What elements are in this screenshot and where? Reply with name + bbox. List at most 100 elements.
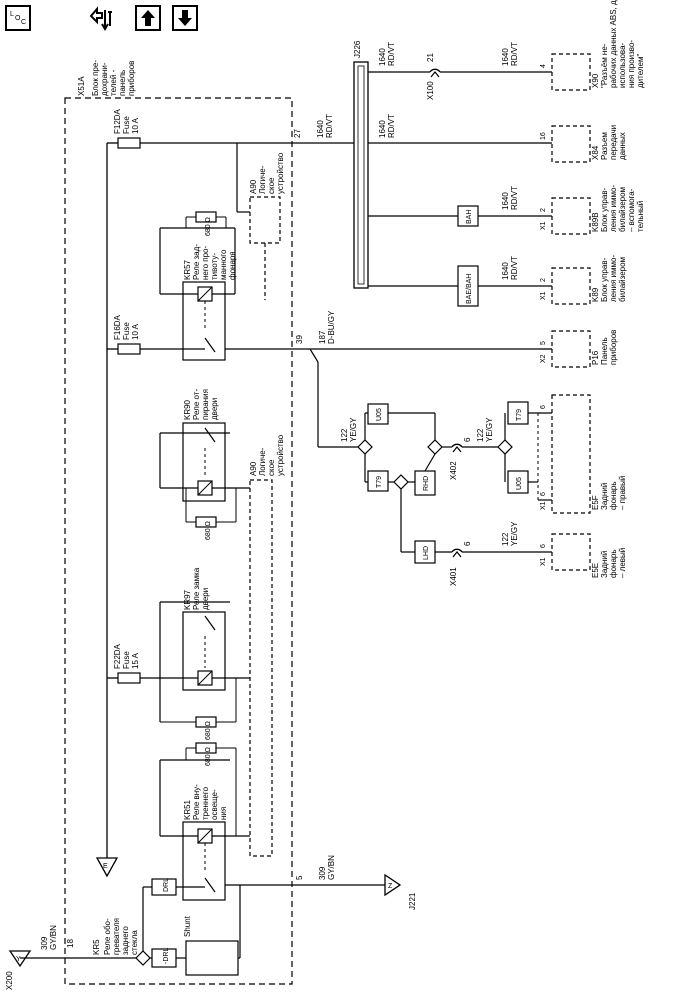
relay-kr97[interactable] <box>182 611 226 691</box>
svg-text:заднего: заднего <box>121 926 130 955</box>
k89-label: K89 Блок управ- ления иммо- билайзером <box>591 255 627 302</box>
svg-text:"Разъём не-: "Разъём не- <box>600 43 609 88</box>
svg-text:KR51: KR51 <box>183 799 192 820</box>
relay-kr51[interactable] <box>182 821 226 901</box>
relay-kr57[interactable] <box>182 281 226 361</box>
wire-1640-label-c: 1640 RD/VT <box>378 114 396 138</box>
svg-text:него про-: него про- <box>201 245 210 280</box>
module-k89[interactable] <box>551 267 591 305</box>
x402-label: X402 <box>449 461 458 480</box>
lamp-e5e[interactable] <box>551 533 591 571</box>
logic-device-a90-upper <box>249 196 281 244</box>
svg-text:KR97: KR97 <box>183 589 192 610</box>
svg-text:RD/VT: RD/VT <box>387 42 396 66</box>
svg-text:KR90: KR90 <box>183 399 192 420</box>
e5e-label: E5E Задний фонарь – левый <box>591 548 627 578</box>
a90-lower-label: A90 Логиче- ское устройство <box>249 434 285 476</box>
svg-text:10 A: 10 A <box>131 117 140 134</box>
svg-text:F22DA: F22DA <box>113 643 122 669</box>
fuse-f22da-label: F22DA Fuse 15 A <box>113 643 140 669</box>
tool-button[interactable] <box>88 4 116 32</box>
wire-1640-label-b: 1640 RD/VT <box>378 42 396 66</box>
svg-text:122: 122 <box>476 428 485 442</box>
wire-1640-label-f: 1640 RD/VT <box>501 256 519 280</box>
fuse-f16da[interactable] <box>117 343 141 355</box>
fuse-f12da-label: F12DA Fuse 10 A <box>113 108 140 134</box>
fuse-block-boundary <box>64 97 293 985</box>
e5e-pin: 6 <box>540 544 547 548</box>
svg-text:309: 309 <box>40 936 49 950</box>
svg-text:двери: двери <box>201 588 210 610</box>
wrench-arrows-icon <box>89 6 112 31</box>
drl-label: DRL <box>163 878 170 892</box>
svg-text:– правый: – правый <box>618 476 627 510</box>
wire-122-label-c: 122 YE/GY <box>501 521 519 546</box>
fuse-f12da[interactable] <box>117 137 141 149</box>
svg-text:дителем": дителем" <box>636 53 645 88</box>
kr51-res-label: 680 Ω <box>205 747 212 766</box>
bae-bah-label: BAE/BAH <box>466 274 473 304</box>
svg-text:Fuse: Fuse <box>122 651 131 669</box>
splice-j226 <box>353 61 369 289</box>
x84-pin: 16 <box>540 132 547 140</box>
svg-text:A90: A90 <box>249 179 258 194</box>
kr5-label: KR5 <box>92 939 101 955</box>
t79-right-label: T79 <box>516 409 523 421</box>
pin-39-label: 39 <box>295 335 304 344</box>
svg-text:ское: ское <box>267 459 276 476</box>
svg-text:K89B: K89B <box>591 212 600 232</box>
panel-p16[interactable] <box>551 330 591 368</box>
location-button[interactable]: L O C <box>5 5 31 31</box>
fuse-f22da[interactable] <box>117 672 141 684</box>
svg-text:KR5: KR5 <box>92 939 101 955</box>
lhd-label: LHD <box>423 546 430 560</box>
svg-text:KR57: KR57 <box>183 259 192 280</box>
x51a-label: X51A <box>77 76 86 96</box>
x200-y-label: Y <box>16 956 21 963</box>
t79-left-label: T79 <box>376 476 383 488</box>
svg-text:122: 122 <box>340 428 349 442</box>
a90-upper-label: A90 Логиче- ское устройство <box>249 152 285 194</box>
svg-text:187: 187 <box>318 330 327 344</box>
e5f-top-pin: 6 <box>540 405 547 409</box>
x401-pin: 6 <box>463 541 472 546</box>
svg-text:тивоту-: тивоту- <box>210 253 219 280</box>
svg-text:1640: 1640 <box>501 48 510 66</box>
wire-187-label: 187 D-BU/GY <box>318 310 336 344</box>
lamp-e5f[interactable] <box>551 394 591 514</box>
k89b-conn: X1 <box>540 221 547 230</box>
option-t79-left <box>367 470 389 492</box>
toolbar: L O C <box>0 0 700 50</box>
k89-pin: 2 <box>540 278 547 282</box>
x401-label: X401 <box>449 567 458 586</box>
e5f-pin: 6 <box>540 492 547 496</box>
kr5-desc: Реле обо- гревателя заднего стекла <box>103 918 139 955</box>
page-down-button[interactable] <box>172 5 198 31</box>
u05-top-label: U05 <box>376 408 383 421</box>
page-up-button[interactable] <box>135 5 161 31</box>
svg-text:фонаря: фонаря <box>228 251 237 280</box>
svg-text:билайзером: билайзером <box>618 187 627 232</box>
x402-pin: 6 <box>463 437 472 442</box>
svg-text:Реле вну-: Реле вну- <box>192 784 201 820</box>
wire-122-label-b: 122 YE/GY <box>476 417 494 442</box>
loc-o-glyph: O <box>15 15 21 22</box>
option-diamond-e5f <box>497 439 513 455</box>
connector-x90[interactable] <box>551 53 591 91</box>
e5f-conn: X1 <box>540 501 547 510</box>
svg-text:тельный: тельный <box>636 201 645 232</box>
svg-text:K89: K89 <box>591 287 600 302</box>
option-diamond-left <box>357 439 373 455</box>
logic-device-a90-lower <box>249 479 273 857</box>
relay-kr90[interactable] <box>182 422 226 502</box>
svg-text:данных: данных <box>618 132 627 160</box>
connector-x84[interactable] <box>551 125 591 163</box>
not-drl-label: -DRL <box>163 948 170 964</box>
k89b-pin: 2 <box>540 208 547 212</box>
svg-text:– левый: – левый <box>618 548 627 578</box>
j221-z-label: Z <box>388 883 393 890</box>
module-k89b[interactable] <box>551 197 591 235</box>
svg-text:устройство: устройство <box>276 152 285 194</box>
svg-text:гревателя: гревателя <box>112 918 121 955</box>
j226-label: J226 <box>353 40 362 58</box>
